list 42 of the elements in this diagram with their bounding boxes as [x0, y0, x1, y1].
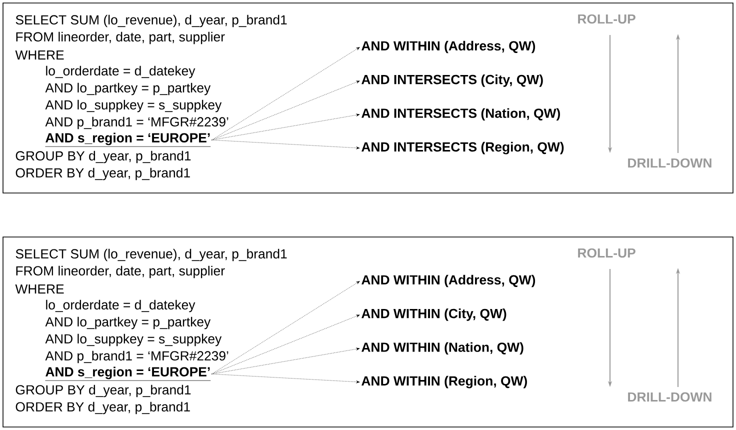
sql-line: SELECT SUM (lo_revenue), d_year, p_brand1: [16, 14, 287, 28]
arrow: [212, 374, 360, 384]
arrow: [212, 281, 360, 374]
sql-line: lo_orderdate = d_datekey: [46, 300, 196, 312]
sql-line: AND lo_suppkey = s_suppkey: [45, 100, 222, 112]
query-panel: [2, 2, 734, 194]
sql-line: FROM lineorder, date, part, supplier: [16, 266, 225, 278]
clause-text: AND INTERSECTS (Nation, QW): [362, 108, 560, 121]
sql-line: AND p_brand1 = ‘MFGR#2239’: [45, 116, 228, 130]
direction-label: ROLL-UP: [578, 248, 636, 258]
clause-text: AND WITHIN (Address, QW): [362, 40, 536, 54]
predicate-text: AND s_region = ‘EUROPE’: [45, 132, 211, 147]
sql-line: AND p_brand1 = ‘MFGR#2239’: [45, 350, 228, 364]
sql-line: GROUP BY d_year, p_brand1: [16, 150, 191, 164]
sql-line: lo_orderdate = d_datekey: [46, 66, 196, 78]
clause-text: AND WITHIN (Nation, QW): [362, 342, 524, 355]
direction-label: DRILL-DOWN: [628, 392, 712, 402]
clause-text: AND INTERSECTS (City, QW): [362, 74, 543, 87]
arrow: [212, 80, 360, 140]
arrow: [212, 140, 360, 150]
arrow: [212, 114, 360, 140]
sql-line: AND lo_partkey = p_partkey: [45, 316, 211, 330]
clause-text: AND WITHIN (Address, QW): [362, 274, 536, 288]
clause-text: AND INTERSECTS (Region, QW): [362, 142, 564, 154]
sql-line: FROM lineorder, date, part, supplier: [16, 32, 225, 44]
arrow: [212, 314, 360, 374]
arrow: [212, 348, 360, 374]
sql-line: WHERE: [15, 50, 64, 60]
sql-line: AND lo_partkey = p_partkey: [45, 82, 211, 96]
arrow: [212, 47, 360, 140]
sql-line: GROUP BY d_year, p_brand1: [16, 384, 191, 398]
sql-line: SELECT SUM (lo_revenue), d_year, p_brand1: [16, 248, 287, 262]
sql-line: ORDER BY d_year, p_brand1: [16, 402, 190, 414]
clause-text: AND WITHIN (City, QW): [362, 308, 506, 321]
sql-line: AND lo_suppkey = s_suppkey: [45, 334, 222, 346]
clause-text: AND WITHIN (Region, QW): [362, 376, 527, 388]
sql-line: ORDER BY d_year, p_brand1: [16, 168, 190, 180]
query-panel: [2, 236, 734, 428]
sql-line: WHERE: [15, 284, 64, 294]
predicate-text: AND s_region = ‘EUROPE’: [45, 366, 211, 381]
direction-label: DRILL-DOWN: [628, 158, 712, 168]
direction-label: ROLL-UP: [578, 14, 636, 24]
